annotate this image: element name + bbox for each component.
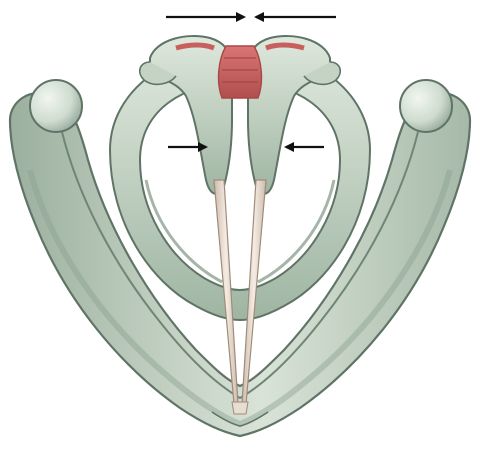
muscle-body — [219, 46, 262, 98]
thyroid-cartilage-body — [10, 93, 470, 436]
right-arytenoid — [248, 36, 330, 194]
right-superior-horn — [400, 80, 452, 132]
vocal-fold-junction — [232, 402, 248, 414]
left-superior-horn — [30, 80, 82, 132]
thyroid-cartilage — [10, 80, 470, 436]
left-arytenoid — [150, 36, 232, 194]
